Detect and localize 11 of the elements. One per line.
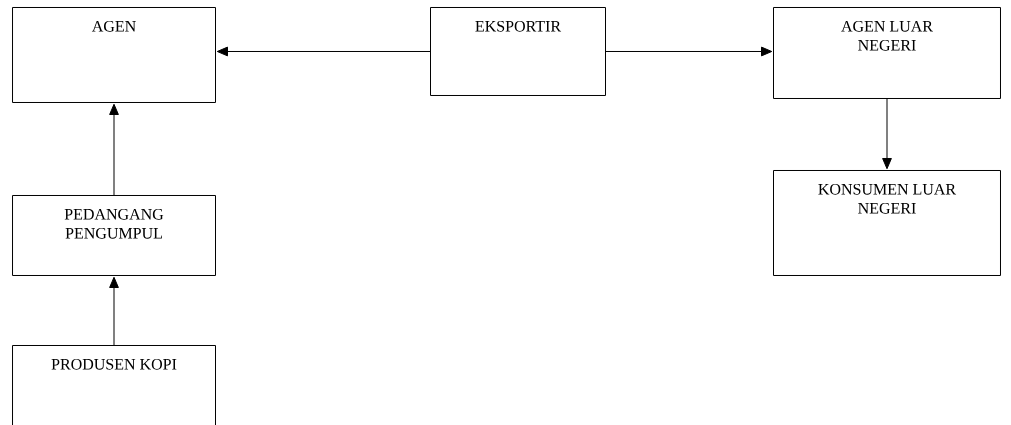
process-box: AGEN xyxy=(12,7,216,103)
arrow xyxy=(882,98,892,170)
arrow xyxy=(216,46,431,57)
arrow xyxy=(109,103,119,196)
arrow xyxy=(109,276,119,346)
process-box: EKSPORTIR xyxy=(430,7,606,96)
process-box: PEDANGANG PENGUMPUL xyxy=(12,195,216,276)
process-box: AGEN LUAR NEGERI xyxy=(773,7,1001,99)
process-box: KONSUMEN LUAR NEGERI xyxy=(773,170,1001,276)
process-box: PRODUSEN KOPI xyxy=(12,345,216,425)
arrow xyxy=(605,46,773,57)
